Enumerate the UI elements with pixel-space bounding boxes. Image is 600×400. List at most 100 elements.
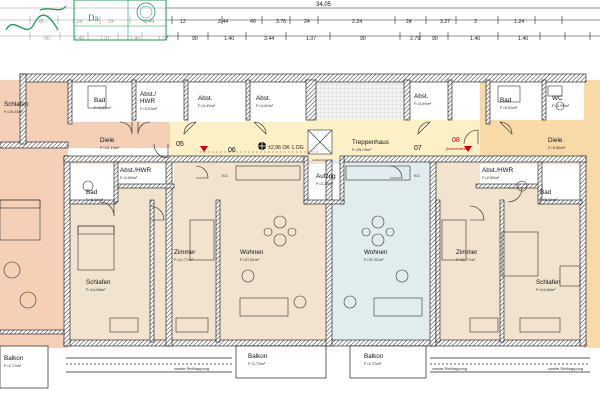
furniture — [0, 85, 581, 333]
room-name: Wohnen — [240, 249, 264, 256]
room-area: F=9,86m² — [548, 145, 566, 150]
dim-row2-11: 90 — [432, 36, 438, 42]
arrow-down-icon — [200, 146, 208, 152]
dim-row1-9: 2.24 — [352, 19, 362, 25]
red-markers — [200, 146, 472, 153]
unit-08-sublabel: (barrierefrei) — [446, 146, 469, 151]
room-area: F=2,73m² — [364, 361, 382, 366]
room-name: Abst./ — [140, 91, 156, 98]
room-name: Abst./HWR — [482, 167, 514, 174]
room-area: F=2,65m² — [120, 175, 138, 180]
room-label: Abst.F=4,40m² — [256, 95, 274, 108]
dim-row1-10: 24 — [406, 19, 412, 25]
dim-row1-5: 2.44 — [218, 19, 228, 25]
room-name: Abst./HWR — [120, 167, 152, 174]
dim-row1-6: 40 — [250, 19, 256, 25]
room-area: F=11,77m² — [456, 257, 476, 262]
unit-08-label: 08 (barrierefrei) — [446, 137, 469, 151]
room-name: Schlafen — [536, 279, 561, 286]
room-name: Bad — [94, 97, 106, 104]
room-area: F=2,73m² — [4, 363, 22, 368]
dim-row2-12: 1.40 — [470, 36, 480, 42]
top-dimension: 34,05 — [316, 2, 332, 8]
room-label: Abst.F=3,99m² — [414, 93, 432, 106]
room-area: F=15,40m² — [4, 109, 24, 114]
dim-row2-9: 90 — [360, 36, 366, 42]
dim-row2-13: 1.40 — [518, 36, 528, 42]
dim-row1-12: 3 — [474, 19, 477, 25]
room-area: F=37,81m² — [364, 257, 384, 262]
room-area: F=4,40m² — [256, 103, 274, 108]
unit-07-label: 07 — [414, 145, 422, 152]
room-label: Abst.F=4,40m² — [198, 95, 216, 108]
room-area: F=4,93m² — [94, 105, 112, 110]
room-area: F=2,28m² — [316, 181, 334, 186]
room-area: F=14,66m² — [86, 287, 106, 292]
room-area: F=37,81m² — [240, 257, 260, 262]
room-area: F=14,66m² — [536, 287, 556, 292]
dim-row2-8: 1.07 — [306, 36, 316, 42]
dim-row2-10: 2.79 — [410, 36, 420, 42]
room-area: F=10,15m² — [100, 145, 120, 150]
glass-label: zweite Reifhappung — [432, 366, 467, 371]
dim-row1-11: 3.27 — [440, 19, 450, 25]
room-name: Bad — [500, 97, 512, 104]
door-swings — [99, 121, 523, 221]
room-name: Zimmer — [456, 249, 477, 256]
dim-row2-5: 90 — [192, 36, 198, 42]
room-name: HWR — [140, 98, 155, 105]
dim-row2-7: 3.44 — [264, 36, 274, 42]
dim-row1-8: 24 — [304, 19, 310, 25]
room-area: F=2,73m² — [248, 361, 266, 366]
walls — [0, 73, 587, 347]
room-name: Bad — [540, 189, 552, 196]
room-area: F=4,40m² — [198, 103, 216, 108]
kg-label: KG — [414, 173, 420, 178]
room-name: Abst. — [198, 95, 213, 102]
room-name: Balkon — [4, 355, 24, 362]
room-name: Schlafen — [86, 279, 111, 286]
room-area: F=3,03m² — [140, 106, 158, 111]
unit-05-label: 05 — [176, 141, 184, 148]
level-mark: ±2,96 OK 1.OG — [258, 142, 304, 151]
balconies — [0, 345, 590, 389]
room-fills — [0, 80, 600, 348]
room-name: WC — [552, 95, 563, 102]
room-label: WCF=3,95m² — [552, 95, 570, 108]
room-area: F=5,04m² — [86, 197, 104, 202]
svg-text:08: 08 — [452, 137, 460, 144]
room-name: Aufzug — [316, 173, 336, 180]
svg-text:±2,96 OK 1.OG: ±2,96 OK 1.OG — [268, 145, 304, 151]
door-size-label: 1.00x2.10 — [312, 158, 326, 162]
room-name: Wohnen — [364, 249, 388, 256]
room-area: F=3,99m² — [414, 101, 432, 106]
room-name: Abst. — [414, 93, 429, 100]
dim-row1-13: 1.24 — [514, 19, 524, 25]
dim-row2-6: 1.40 — [224, 36, 234, 42]
room-area: F=5,04m² — [540, 197, 558, 202]
room-name: Diele — [548, 137, 563, 144]
dim-row1-4: 12 — [180, 19, 186, 25]
room-area: F=5,63m² — [500, 105, 518, 110]
svg-text:07: 07 — [414, 145, 422, 152]
room-name: Balkon — [248, 353, 268, 360]
unit-06-label: 06 — [228, 147, 236, 154]
room-name: Balkon — [364, 353, 384, 360]
glass-label: zweite Reifhappung — [548, 366, 583, 371]
